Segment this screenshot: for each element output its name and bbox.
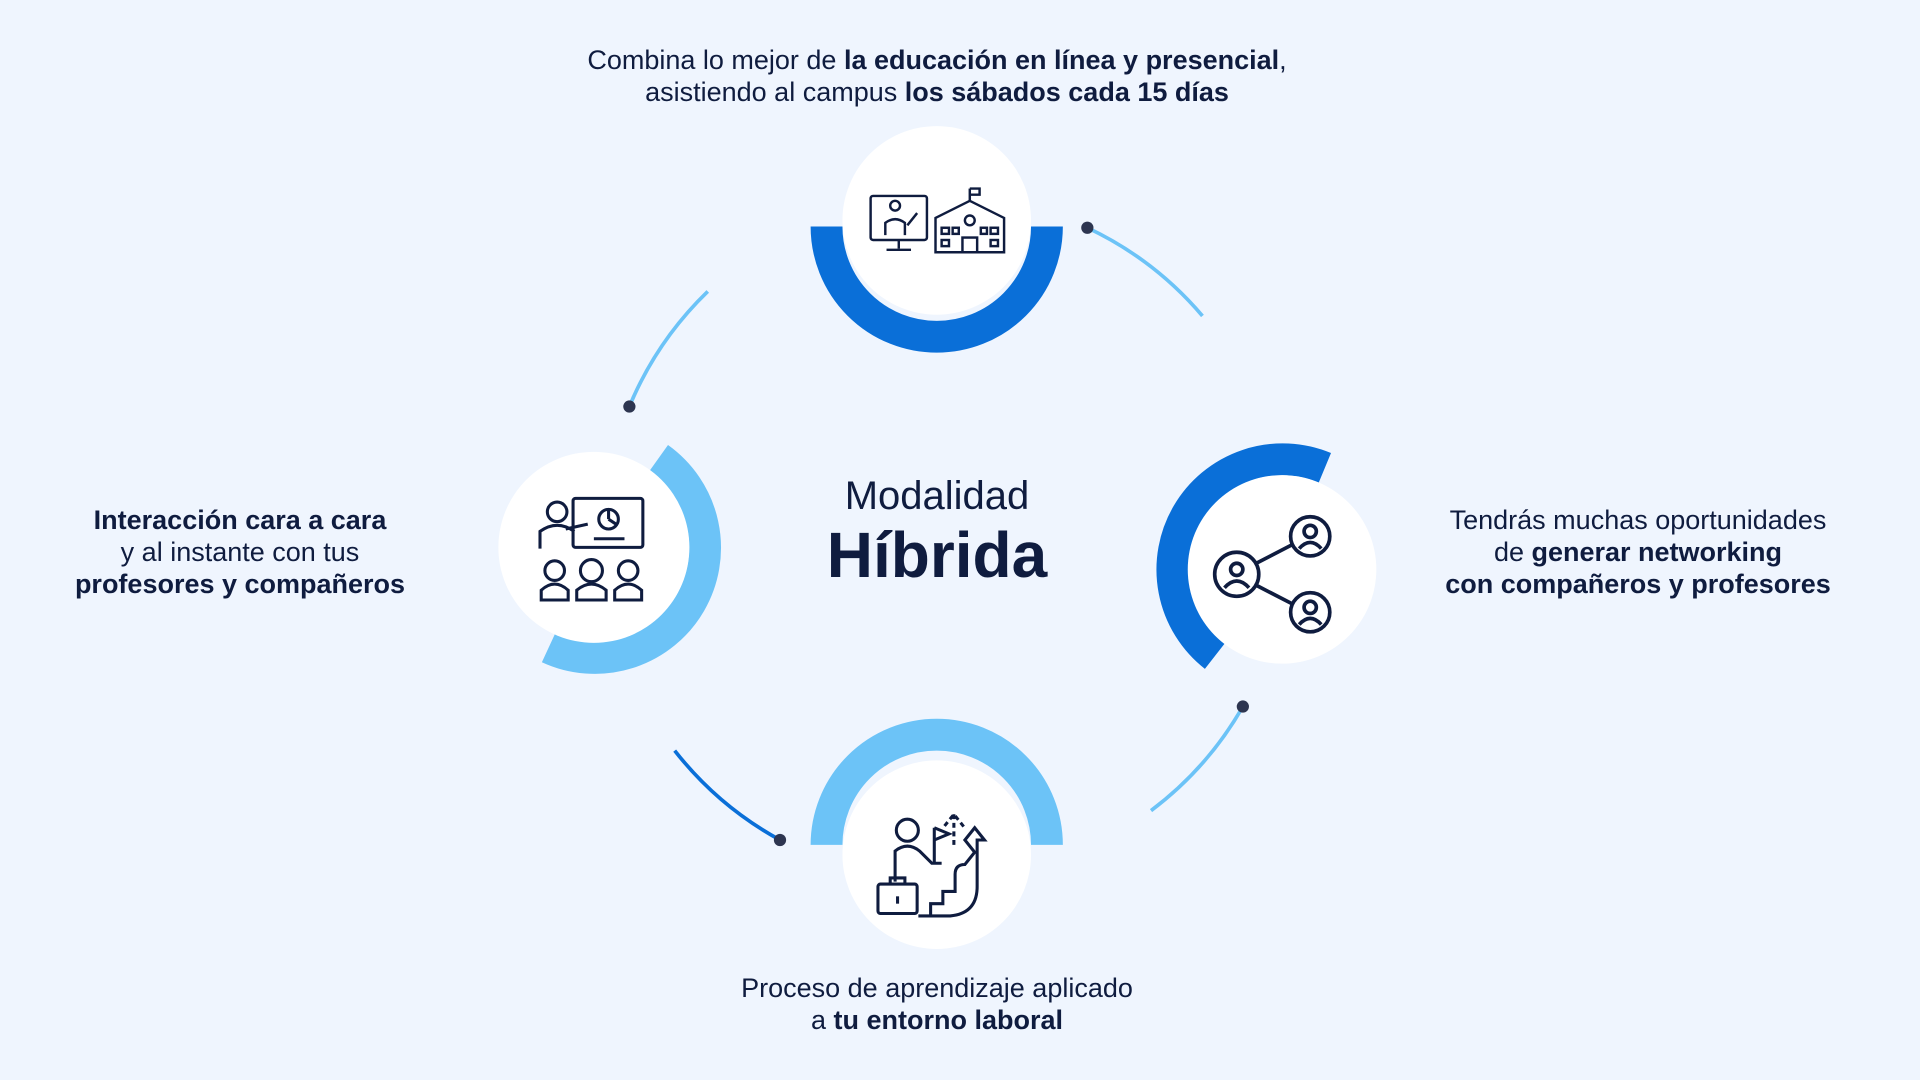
ring-arc-top (810, 226, 1063, 353)
right-description: Tendrás muchas oportunidades de generar … (1445, 504, 1831, 600)
career-growth-icon (876, 811, 988, 918)
connector-dot (1236, 700, 1249, 713)
circle-bottom (842, 760, 1032, 949)
bottom-description: Proceso de aprendizaje aplicado a tu ent… (741, 972, 1133, 1036)
highlight: Interacción cara a cara (93, 505, 387, 535)
text: de (1493, 537, 1532, 567)
highlight: los sábados cada 15 días (904, 77, 1229, 107)
ring-arc-right (1156, 443, 1331, 669)
connector-arc-right-bottom (1149, 705, 1245, 813)
networking-share-icon (1212, 514, 1332, 634)
text: Proceso de aprendizaje aplicado (741, 973, 1133, 1003)
highlight: con compañeros y profesores (1445, 569, 1831, 599)
highlight: profesores y compañeros (74, 569, 406, 599)
connector-arc-left-top (627, 290, 710, 408)
highlight: tu entorno laboral (833, 1005, 1064, 1035)
center-title: Híbrida (826, 519, 1048, 591)
text: Tendrás muchas oportunidades (1449, 505, 1827, 535)
online-and-campus-icon (869, 187, 1006, 254)
connector-dot (1081, 221, 1094, 234)
connector-arc-bottom-left (673, 749, 781, 842)
highlight: generar networking (1531, 537, 1783, 567)
center-subtitle: Modalidad (844, 474, 1030, 518)
connector-arc-top-right (1086, 226, 1204, 318)
text: Combina lo mejor de (587, 45, 844, 75)
classroom-presentation-icon (538, 496, 645, 602)
left-description: Interacción cara a cara y al instante co… (75, 504, 405, 600)
highlight: la educación en línea y presencial (843, 45, 1280, 75)
top-description: Combina lo mejor de la educación en líne… (587, 44, 1286, 108)
connector-dot (623, 400, 636, 413)
text: y al instante con tus (120, 537, 360, 567)
text: , (1279, 45, 1287, 75)
text: a (810, 1005, 834, 1035)
ring-arc-left (541, 445, 721, 674)
ring-arc-bottom (810, 718, 1063, 846)
connector-dot (773, 833, 787, 847)
text: asistiendo al campus (645, 77, 905, 107)
